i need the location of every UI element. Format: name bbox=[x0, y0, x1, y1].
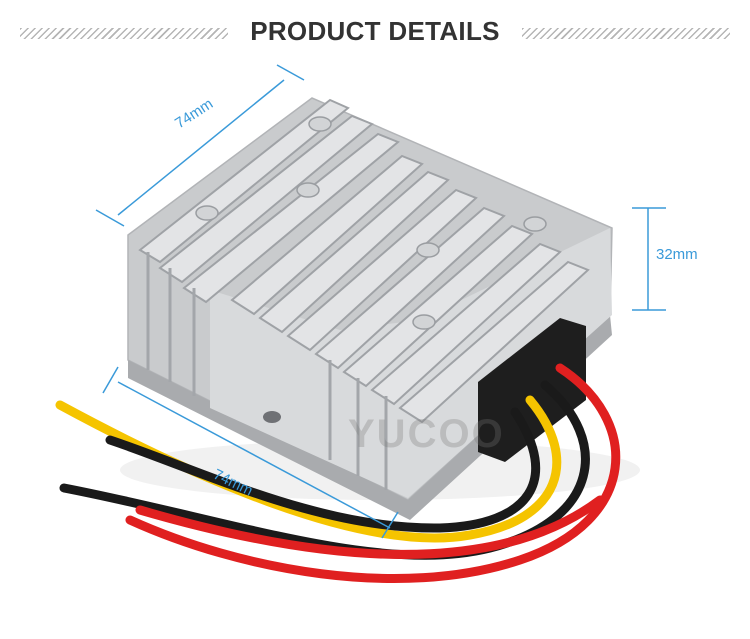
dimension-label-right: 32mm bbox=[656, 246, 698, 263]
dimension-lines bbox=[95, 64, 666, 539]
dimension-line-top bbox=[117, 79, 285, 216]
product-photo bbox=[55, 64, 666, 584]
page-title: PRODUCT DETAILS bbox=[250, 16, 500, 46]
cable-grommet bbox=[478, 318, 586, 462]
watermark-logo: YUCOO bbox=[348, 412, 505, 456]
mounting-screws bbox=[195, 116, 547, 330]
hatch-divider-left bbox=[20, 28, 228, 39]
mounting-hole bbox=[263, 411, 281, 423]
hatch-divider-right bbox=[522, 28, 730, 39]
wires bbox=[55, 363, 621, 584]
dimension-line-bottom bbox=[117, 381, 391, 529]
converter-housing bbox=[127, 97, 613, 520]
header: PRODUCT DETAILS bbox=[0, 0, 750, 70]
